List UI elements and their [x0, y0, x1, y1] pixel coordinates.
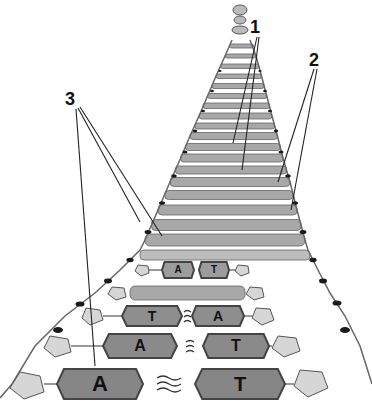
base-letter: T: [211, 265, 217, 275]
base-letter: A: [92, 373, 108, 395]
base-block: A: [162, 262, 194, 278]
base-block: T: [199, 262, 229, 278]
base-block: A: [103, 334, 177, 358]
base-letter: A: [213, 309, 223, 323]
base-block: A: [192, 306, 244, 326]
base-block: T: [203, 334, 269, 358]
base-block: T: [195, 369, 285, 399]
base-block: A: [57, 369, 143, 399]
callout-number: 2: [309, 51, 319, 69]
callout-number: 3: [65, 90, 75, 108]
callout-number: 1: [250, 18, 260, 36]
base-block: T: [122, 306, 182, 326]
base-letter: T: [231, 338, 241, 354]
base-letter: T: [148, 309, 157, 323]
base-letter: T: [234, 374, 246, 394]
base-letter: A: [134, 338, 146, 354]
base-letter: A: [174, 265, 181, 275]
